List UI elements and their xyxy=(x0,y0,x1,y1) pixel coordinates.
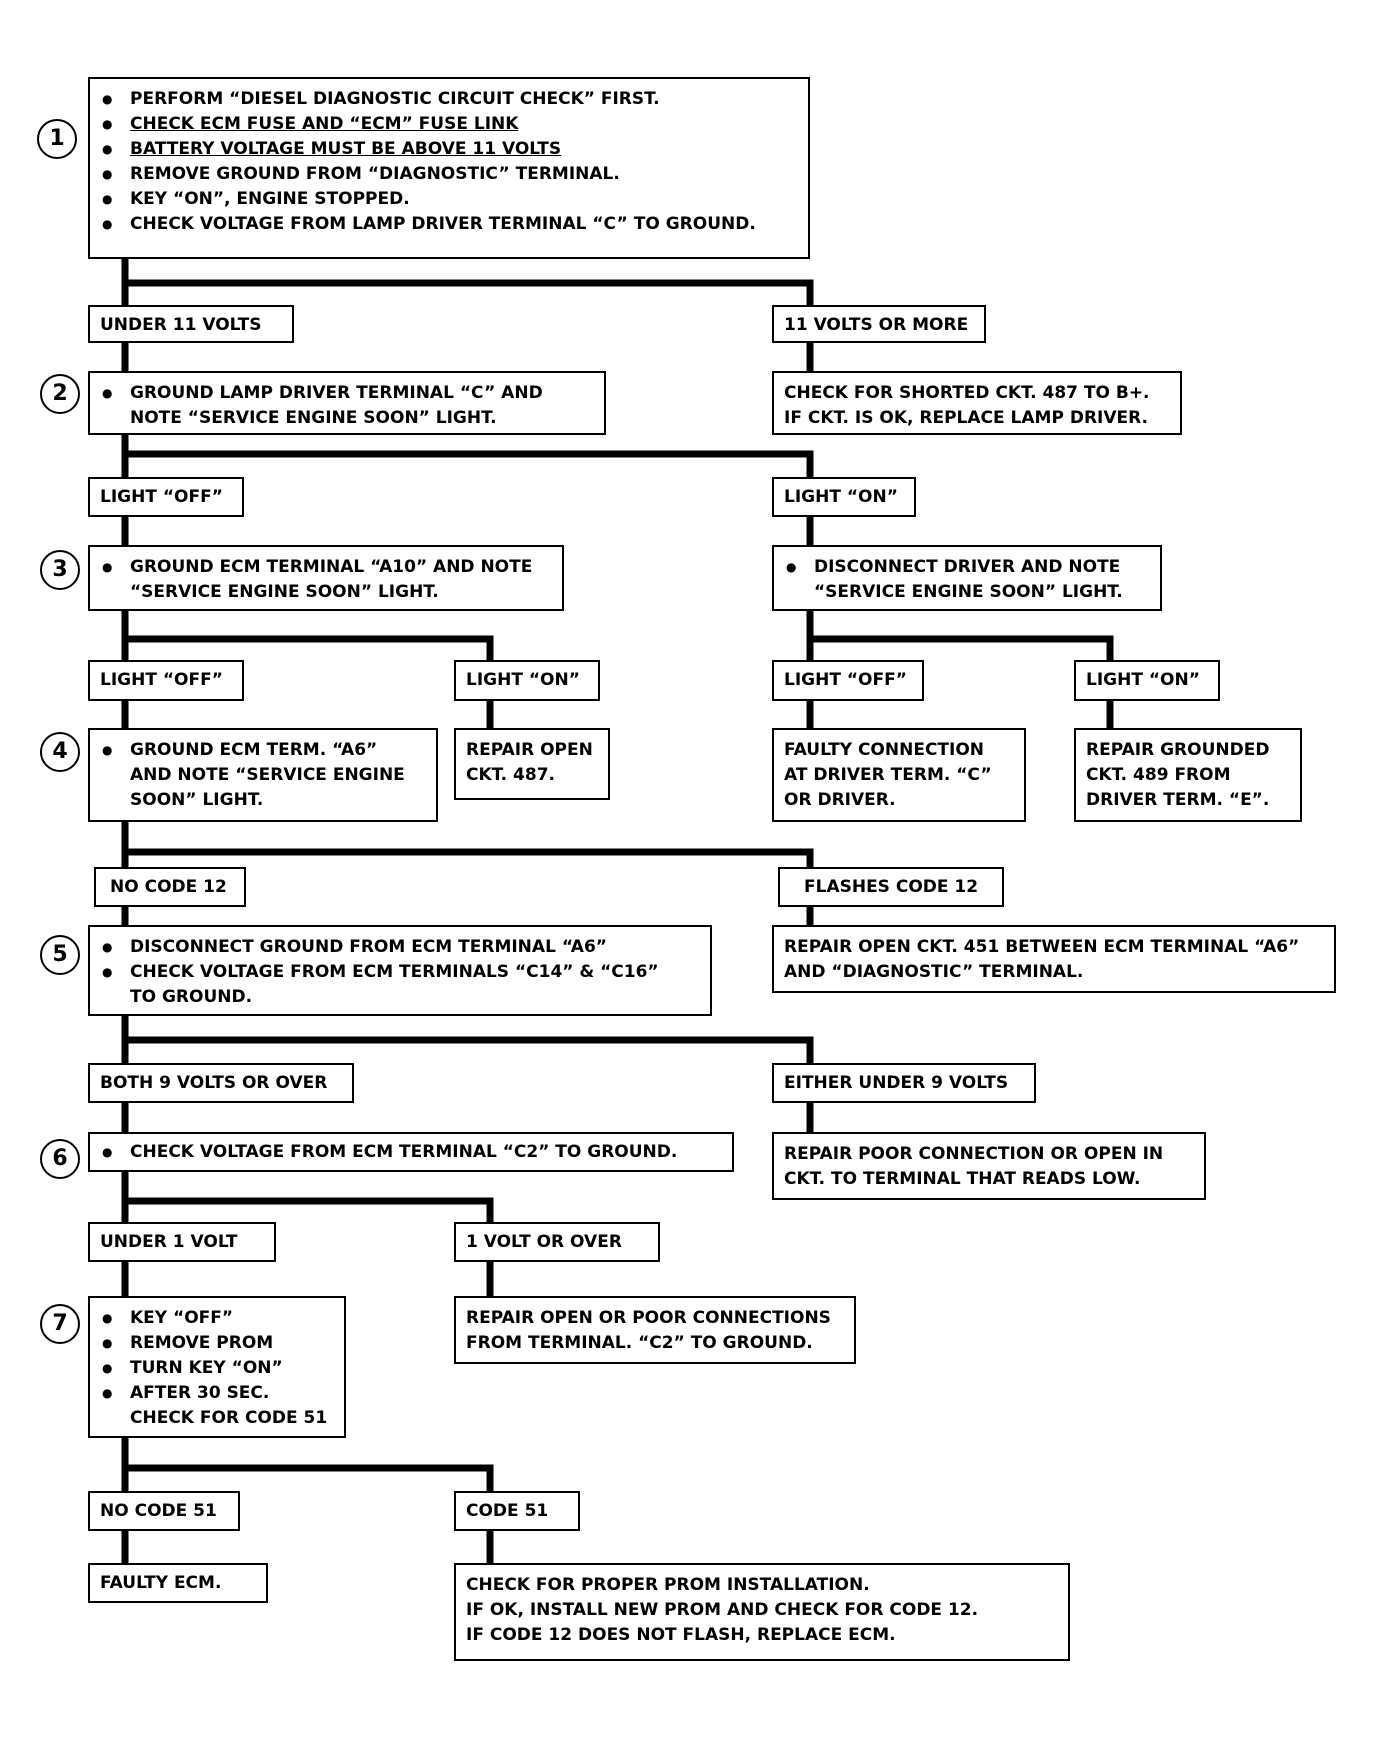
step-5-line: DISCONNECT GROUND FROM ECM TERMINAL “A6” xyxy=(100,935,700,960)
step-3-box: GROUND ECM TERMINAL “A10” AND NOTE “SERV… xyxy=(88,545,564,611)
action-line: IF CODE 12 DOES NOT FLASH, REPLACE ECM. xyxy=(466,1625,896,1645)
action-line: FROM TERMINAL. “C2” TO GROUND. xyxy=(466,1333,813,1353)
step-2-line: GROUND LAMP DRIVER TERMINAL “C” AND xyxy=(100,381,594,406)
branch-1-volt-or-over: 1 VOLT OR OVER xyxy=(454,1222,660,1262)
action-repair-open-ckt-487: REPAIR OPEN CKT. 487. xyxy=(454,728,610,800)
action-repair-grounded-ckt-489: REPAIR GROUNDED CKT. 489 FROM DRIVER TER… xyxy=(1074,728,1302,822)
branch-driver-light-off: LIGHT “OFF” xyxy=(772,660,924,701)
branch-step2-light-off: LIGHT “OFF” xyxy=(88,477,244,517)
action-check-shorted-ckt-487: CHECK FOR SHORTED CKT. 487 TO B+. IF CKT… xyxy=(772,371,1182,435)
step-7-line: KEY “OFF” xyxy=(100,1306,334,1331)
step-2-box: GROUND LAMP DRIVER TERMINAL “C” AND NOTE… xyxy=(88,371,606,435)
step-3-line: GROUND ECM TERMINAL “A10” AND NOTE xyxy=(100,555,552,580)
branch-under-11-volts: UNDER 11 VOLTS xyxy=(88,305,294,343)
step-1-line: PERFORM “DIESEL DIAGNOSTIC CIRCUIT CHECK… xyxy=(100,87,798,112)
step-number-1: 1 xyxy=(37,119,77,159)
step-7-line: TURN KEY “ON” xyxy=(100,1356,334,1381)
step-7-line: REMOVE PROM xyxy=(100,1331,334,1356)
branch-flashes-code-12: FLASHES CODE 12 xyxy=(778,867,1004,907)
action-line: IF OK, INSTALL NEW PROM AND CHECK FOR CO… xyxy=(466,1600,979,1620)
step-7-line: AFTER 30 SEC. xyxy=(100,1381,334,1406)
step-6-line: CHECK VOLTAGE FROM ECM TERMINAL “C2” TO … xyxy=(100,1140,722,1165)
step-7-box: KEY “OFF” REMOVE PROM TURN KEY “ON” AFTE… xyxy=(88,1296,346,1438)
step-1-line: REMOVE GROUND FROM “DIAGNOSTIC” TERMINAL… xyxy=(100,162,798,187)
connector-step6-split xyxy=(121,1172,494,1222)
action-line: AT DRIVER TERM. “C” xyxy=(784,765,992,785)
connector-step1-split xyxy=(121,259,814,305)
branch-code-51: CODE 51 xyxy=(454,1491,580,1531)
action-line: FAULTY CONNECTION xyxy=(784,740,985,760)
action-line: OR DRIVER. xyxy=(784,790,896,810)
step-5-box: DISCONNECT GROUND FROM ECM TERMINAL “A6”… xyxy=(88,925,712,1016)
step-4-line: GROUND ECM TERM. “A6” xyxy=(100,738,426,763)
action-line: REPAIR OPEN CKT. 451 BETWEEN ECM TERMINA… xyxy=(784,937,1300,957)
branch-step2-light-on: LIGHT “ON” xyxy=(772,477,916,517)
connector-step3-split xyxy=(121,611,494,660)
connector-step2-split xyxy=(121,435,814,477)
action-line: FAULTY ECM. xyxy=(100,1573,222,1593)
connector-step4-split xyxy=(121,822,814,867)
action-line: REPAIR POOR CONNECTION OR OPEN IN xyxy=(784,1144,1164,1164)
step-number-5: 5 xyxy=(40,935,80,975)
step-number-6: 6 xyxy=(40,1139,80,1179)
action-faulty-connection: FAULTY CONNECTION AT DRIVER TERM. “C” OR… xyxy=(772,728,1026,822)
step-4-line: AND NOTE “SERVICE ENGINE xyxy=(130,765,405,785)
action-line: CKT. TO TERMINAL THAT READS LOW. xyxy=(784,1169,1141,1189)
connector-step5-split xyxy=(121,1016,814,1063)
step-4-line: SOON” LIGHT. xyxy=(130,790,264,810)
step-number-3: 3 xyxy=(40,550,80,590)
action-line: CHECK FOR SHORTED CKT. 487 TO B+. xyxy=(784,383,1150,403)
step-6-box: CHECK VOLTAGE FROM ECM TERMINAL “C2” TO … xyxy=(88,1132,734,1172)
step-number-7: 7 xyxy=(40,1304,80,1344)
branch-step3-light-on: LIGHT “ON” xyxy=(454,660,600,701)
step-5-line: CHECK VOLTAGE FROM ECM TERMINALS “C14” &… xyxy=(100,960,700,985)
step-number-2: 2 xyxy=(40,374,80,414)
action-line: “SERVICE ENGINE SOON” LIGHT. xyxy=(814,582,1123,602)
step-3-line: “SERVICE ENGINE SOON” LIGHT. xyxy=(130,582,439,602)
action-repair-open-ckt-451: REPAIR OPEN CKT. 451 BETWEEN ECM TERMINA… xyxy=(772,925,1336,993)
action-line: DISCONNECT DRIVER AND NOTE xyxy=(784,555,1150,580)
branch-driver-light-on: LIGHT “ON” xyxy=(1074,660,1220,701)
action-repair-open-c2: REPAIR OPEN OR POOR CONNECTIONS FROM TER… xyxy=(454,1296,856,1364)
action-line: CHECK FOR PROPER PROM INSTALLATION. xyxy=(466,1575,870,1595)
action-line: IF CKT. IS OK, REPLACE LAMP DRIVER. xyxy=(784,408,1148,428)
step-4-box: GROUND ECM TERM. “A6” AND NOTE “SERVICE … xyxy=(88,728,438,822)
step-7-line: CHECK FOR CODE 51 xyxy=(130,1408,328,1428)
branch-no-code-51: NO CODE 51 xyxy=(88,1491,240,1531)
action-line: REPAIR GROUNDED xyxy=(1086,740,1270,760)
branch-no-code-12: NO CODE 12 xyxy=(94,867,246,907)
branch-step3-light-off: LIGHT “OFF” xyxy=(88,660,244,701)
branch-either-under-9-volts: EITHER UNDER 9 VOLTS xyxy=(772,1063,1036,1103)
action-line: DRIVER TERM. “E”. xyxy=(1086,790,1270,810)
action-line: CKT. 487. xyxy=(466,765,555,785)
connector-driver-split xyxy=(806,611,1114,660)
action-check-prom-installation: CHECK FOR PROPER PROM INSTALLATION. IF O… xyxy=(454,1563,1070,1661)
step-1-line: CHECK ECM FUSE AND “ECM” FUSE LINK xyxy=(100,112,798,137)
step-1-line: KEY “ON”, ENGINE STOPPED. xyxy=(100,187,798,212)
action-line: CKT. 489 FROM xyxy=(1086,765,1231,785)
step-1-line: BATTERY VOLTAGE MUST BE ABOVE 11 VOLTS xyxy=(100,137,798,162)
action-line: REPAIR OPEN OR POOR CONNECTIONS xyxy=(466,1308,831,1328)
step-5-line: TO GROUND. xyxy=(130,987,253,1007)
action-faulty-ecm: FAULTY ECM. xyxy=(88,1563,268,1603)
action-line: REPAIR OPEN xyxy=(466,740,593,760)
branch-under-1-volt: UNDER 1 VOLT xyxy=(88,1222,276,1262)
step-2-line: NOTE “SERVICE ENGINE SOON” LIGHT. xyxy=(130,408,497,428)
step-1-box: PERFORM “DIESEL DIAGNOSTIC CIRCUIT CHECK… xyxy=(88,77,810,259)
branch-both-9-volts-or-over: BOTH 9 VOLTS OR OVER xyxy=(88,1063,354,1103)
action-disconnect-driver: DISCONNECT DRIVER AND NOTE “SERVICE ENGI… xyxy=(772,545,1162,611)
action-repair-poor-connection: REPAIR POOR CONNECTION OR OPEN IN CKT. T… xyxy=(772,1132,1206,1200)
branch-11-volts-or-more: 11 VOLTS OR MORE xyxy=(772,305,986,343)
connector-step7-split xyxy=(121,1438,494,1491)
step-1-line: CHECK VOLTAGE FROM LAMP DRIVER TERMINAL … xyxy=(100,212,798,237)
step-number-4: 4 xyxy=(40,732,80,772)
action-line: AND “DIAGNOSTIC” TERMINAL. xyxy=(784,962,1084,982)
